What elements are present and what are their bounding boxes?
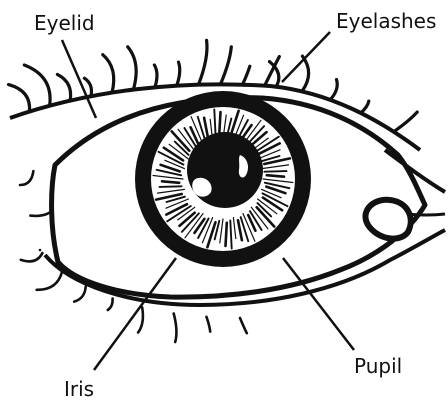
pupil-label: Pupil bbox=[354, 354, 402, 378]
iris-fiber bbox=[264, 171, 286, 172]
iris-fiber bbox=[267, 175, 284, 177]
iris-fiber bbox=[219, 112, 220, 135]
iris-label: Iris bbox=[64, 377, 94, 401]
pupil bbox=[187, 132, 263, 208]
eyelid-label: Eyelid bbox=[34, 11, 95, 35]
iris-fiber bbox=[162, 181, 179, 183]
tear-duct bbox=[365, 200, 410, 239]
eyelashes-label: Eyelashes bbox=[336, 9, 436, 33]
iris-fiber bbox=[160, 186, 182, 187]
iris-fiber bbox=[226, 223, 227, 246]
